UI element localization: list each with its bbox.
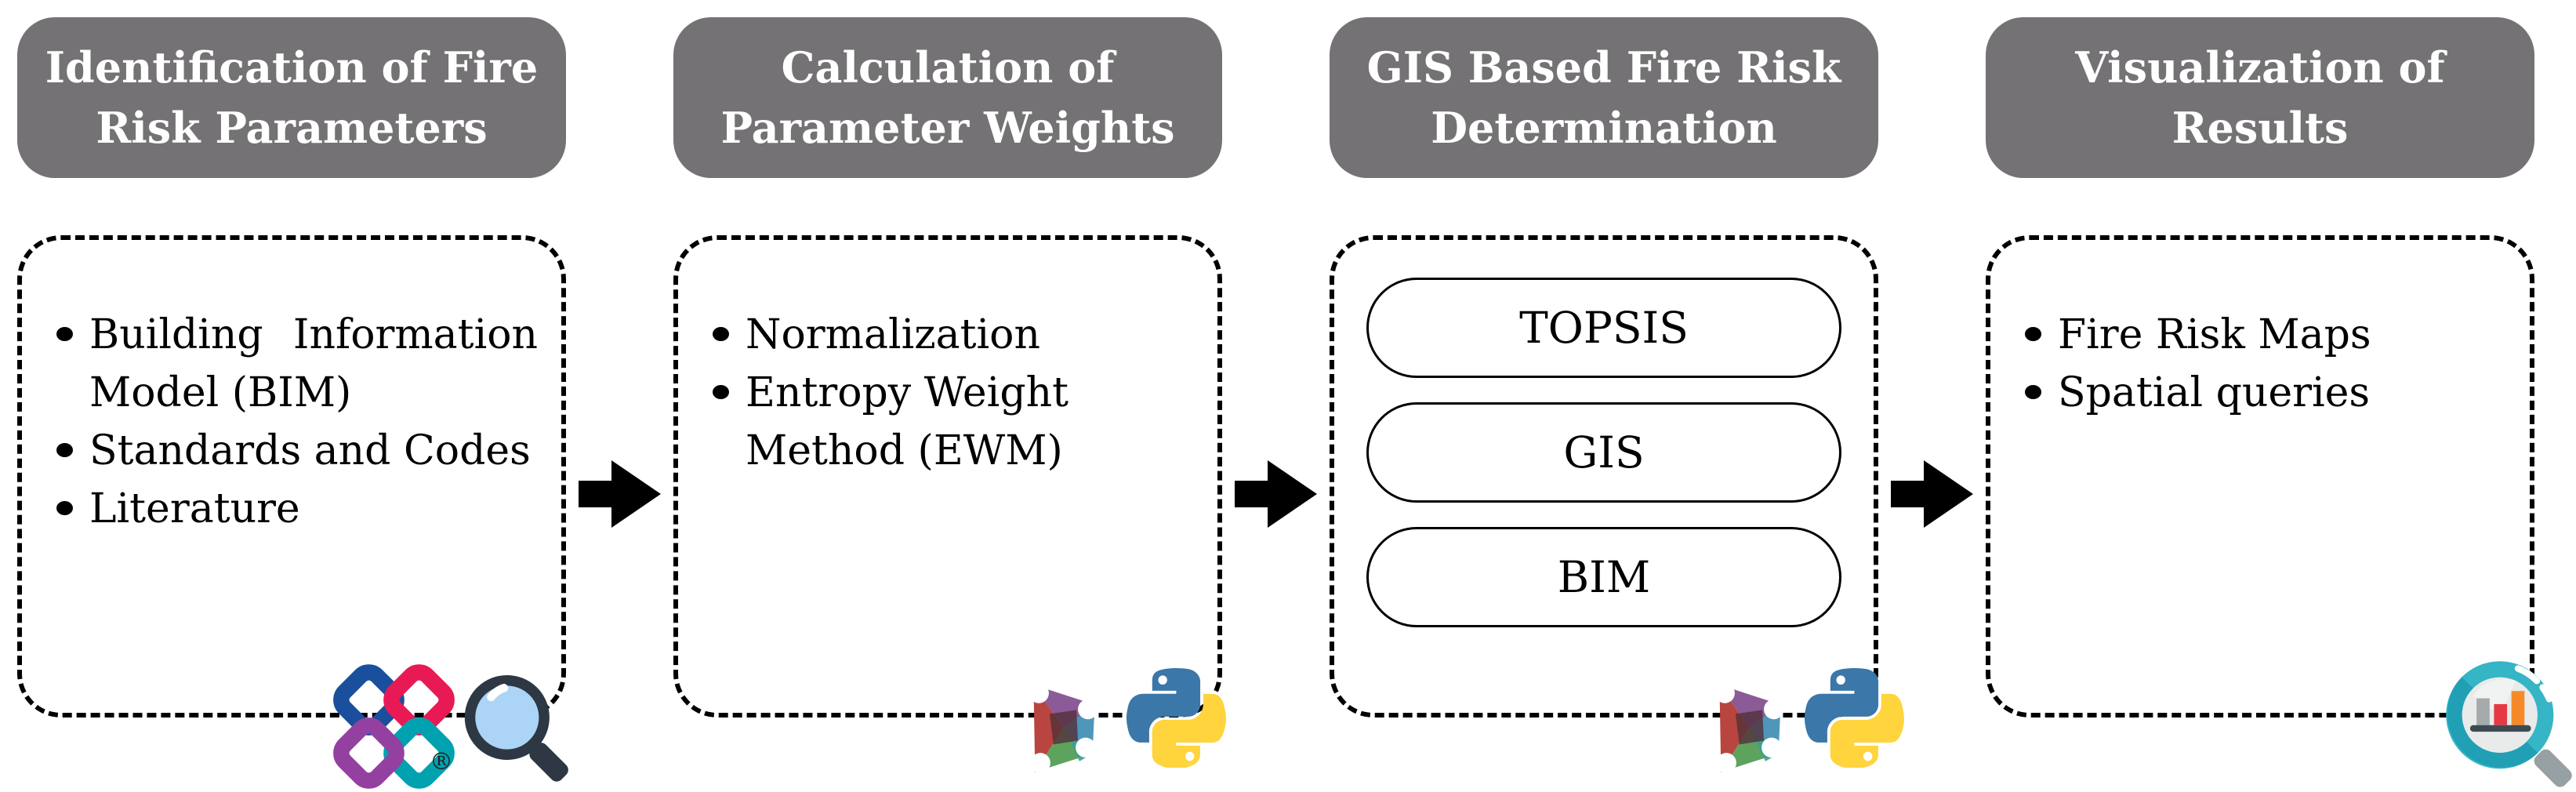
list-item: Spatial queries (2019, 364, 2506, 422)
header-visualization: Visualization of Results (1986, 17, 2534, 178)
header-line: Visualization of (2075, 42, 2445, 93)
header-gis-determination: GIS Based Fire Risk Determination (1330, 17, 1878, 178)
registered-trademark-symbol: ® (430, 748, 453, 776)
box-visualization: Fire Risk Maps Spatial queries (1986, 235, 2572, 787)
list-item: Literature (50, 480, 538, 538)
list-item: Fire Risk Maps (2019, 306, 2506, 364)
box-identification: Building Information Model (BIM) Standar… (17, 235, 568, 789)
flow-gap (1878, 17, 1986, 718)
header-line: Results (2171, 102, 2349, 153)
header-line: Determination (1431, 102, 1777, 153)
bullet-list: Fire Risk Maps Spatial queries (1990, 240, 2530, 422)
pill-gis: GIS (1366, 402, 1841, 503)
python-logo-icon (1805, 668, 1904, 768)
list-item: Building Information Model (BIM) (50, 306, 538, 422)
header-line: Calculation of (781, 42, 1115, 93)
workflow-diagram: Identification of Fire Risk Parameters B… (17, 17, 2572, 789)
list-item: Entropy Weight Method (EWM) (706, 364, 1122, 480)
column-identification: Identification of Fire Risk Parameters B… (17, 17, 568, 789)
list-item: Standards and Codes (50, 422, 538, 480)
arrow-right-icon (1890, 460, 1973, 528)
ifcopenshell-logo-icon (1029, 683, 1098, 773)
flow-gap (566, 17, 673, 718)
box-gis-determination: TOPSIS GIS BIM (1330, 235, 1904, 773)
header-identification: Identification of Fire Risk Parameters (17, 17, 566, 178)
magnifier-icon (464, 674, 568, 782)
header-line: GIS Based Fire Risk (1366, 42, 1841, 93)
ifc-buildingsmart-logo-icon (333, 664, 455, 789)
header-weights: Calculation of Parameter Weights (673, 17, 1222, 178)
list-item: Normalization (706, 306, 1122, 364)
ifcopenshell-logo-icon (1714, 683, 1784, 773)
python-logo-icon (1127, 668, 1226, 768)
pill-topsis: TOPSIS (1366, 278, 1841, 378)
column-visualization: Visualization of Results Fire Risk Maps … (1986, 17, 2572, 787)
bullet-list: Normalization Entropy Weight Method (EWM… (678, 240, 1217, 480)
arrow-right-icon (578, 460, 661, 528)
flow-gap (1222, 17, 1330, 718)
bullet-list: Building Information Model (BIM) Standar… (22, 240, 561, 538)
header-line: Identification of Fire (45, 42, 539, 93)
header-line: Parameter Weights (720, 102, 1175, 153)
column-gis-determination: GIS Based Fire Risk Determination TOPSIS… (1330, 17, 1904, 773)
header-line: Risk Parameters (96, 102, 488, 153)
pill-bim: BIM (1366, 527, 1841, 627)
column-weights: Calculation of Parameter Weights Normali… (673, 17, 1226, 773)
chart-magnifier-icon (2446, 661, 2572, 787)
pill-stack: TOPSIS GIS BIM (1334, 240, 1874, 627)
box-weights: Normalization Entropy Weight Method (EWM… (673, 235, 1226, 773)
arrow-right-icon (1234, 460, 1317, 528)
